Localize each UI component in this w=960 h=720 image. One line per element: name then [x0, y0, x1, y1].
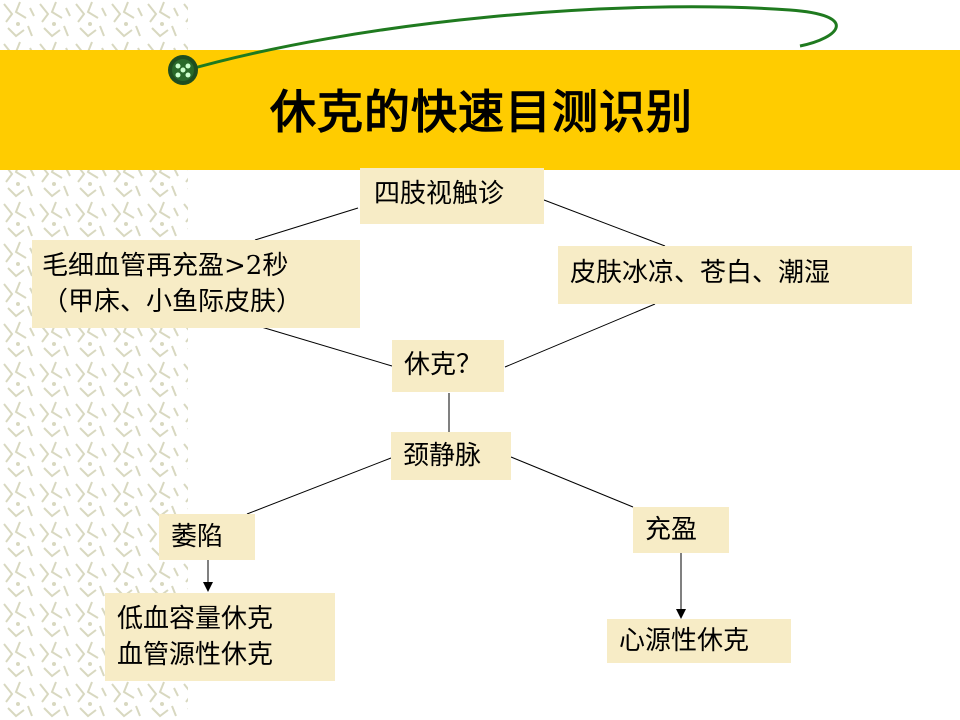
title-band	[0, 50, 960, 170]
node-label: 心源性休克	[619, 626, 750, 656]
node-label: 低血容量休克	[117, 604, 274, 634]
connector-line	[543, 199, 666, 247]
node-capillary-refill: 毛细血管再充盈>2秒 （甲床、小鱼际皮肤）	[32, 240, 360, 328]
node-distended: 充盈	[633, 507, 729, 553]
connector-line	[257, 325, 393, 367]
node-jugular-vein: 颈静脉	[391, 432, 511, 480]
connector-line	[246, 457, 392, 515]
node-label: 休克？	[404, 350, 483, 380]
node-skin-signs: 皮肤冰凉、苍白、潮湿	[558, 246, 912, 304]
decorative-swoosh	[168, 5, 838, 85]
page-title: 休克的快速目测识别	[270, 85, 693, 139]
node-label: 皮肤冰凉、苍白、潮湿	[570, 258, 831, 288]
node-label: 萎陷	[171, 522, 224, 552]
node-label: 颈静脉	[403, 441, 482, 471]
node-label: 毛细血管再充盈>2秒	[42, 251, 289, 281]
node-collapsed: 萎陷	[159, 514, 255, 560]
node-label: 血管源性休克	[117, 640, 274, 670]
connector-line	[504, 303, 656, 368]
node-cardiogenic: 心源性休克	[607, 619, 791, 663]
node-limb-exam: 四肢视触诊	[360, 168, 544, 224]
connector-line	[510, 456, 634, 508]
node-shock-question: 休克？	[392, 340, 504, 392]
node-hypovolemic-vasogenic: 低血容量休克 血管源性休克	[105, 593, 335, 681]
connector-line	[254, 207, 359, 241]
node-label: 四肢视触诊	[374, 179, 505, 209]
node-label: （甲床、小鱼际皮肤）	[42, 287, 303, 317]
node-label: 充盈	[645, 515, 698, 545]
